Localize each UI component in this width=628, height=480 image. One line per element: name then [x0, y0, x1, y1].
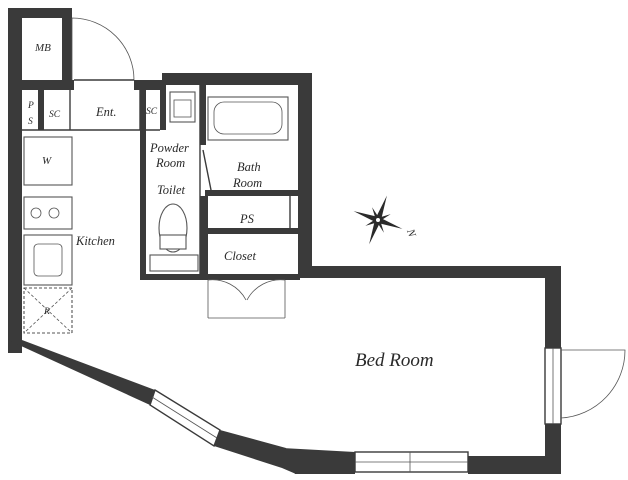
label-bath-room-1: Bath: [237, 160, 261, 174]
label-bed-room: Bed Room: [355, 350, 434, 371]
label-sc-left: SC: [49, 110, 61, 120]
label-ps-left-top: P: [27, 101, 34, 111]
label-powder-room-2: Room: [155, 156, 185, 170]
label-sc-right: SC: [146, 107, 158, 117]
interior-walls: [22, 85, 300, 280]
label-mb: MB: [34, 42, 51, 54]
compass-rose-icon: [353, 195, 403, 245]
exterior-walls: [8, 8, 561, 474]
label-refrigerator: R: [43, 307, 50, 317]
doors: [71, 17, 626, 419]
label-toilet: Toilet: [157, 183, 186, 197]
label-powder-room-1: Powder: [149, 141, 189, 155]
label-ps-center: PS: [239, 212, 255, 226]
label-closet: Closet: [224, 249, 256, 263]
label-ps-left-bottom: S: [28, 117, 33, 127]
label-washer: W: [42, 155, 52, 167]
windows: [149, 347, 562, 473]
compass-north-label: N: [404, 227, 418, 240]
label-kitchen: Kitchen: [75, 234, 115, 248]
label-entrance: Ent.: [95, 105, 116, 119]
room-labels: MB P S SC Ent. SC W Powder Room Toilet B…: [27, 42, 434, 371]
label-bath-room-2: Room: [232, 176, 262, 190]
fixtures: [23, 91, 289, 334]
